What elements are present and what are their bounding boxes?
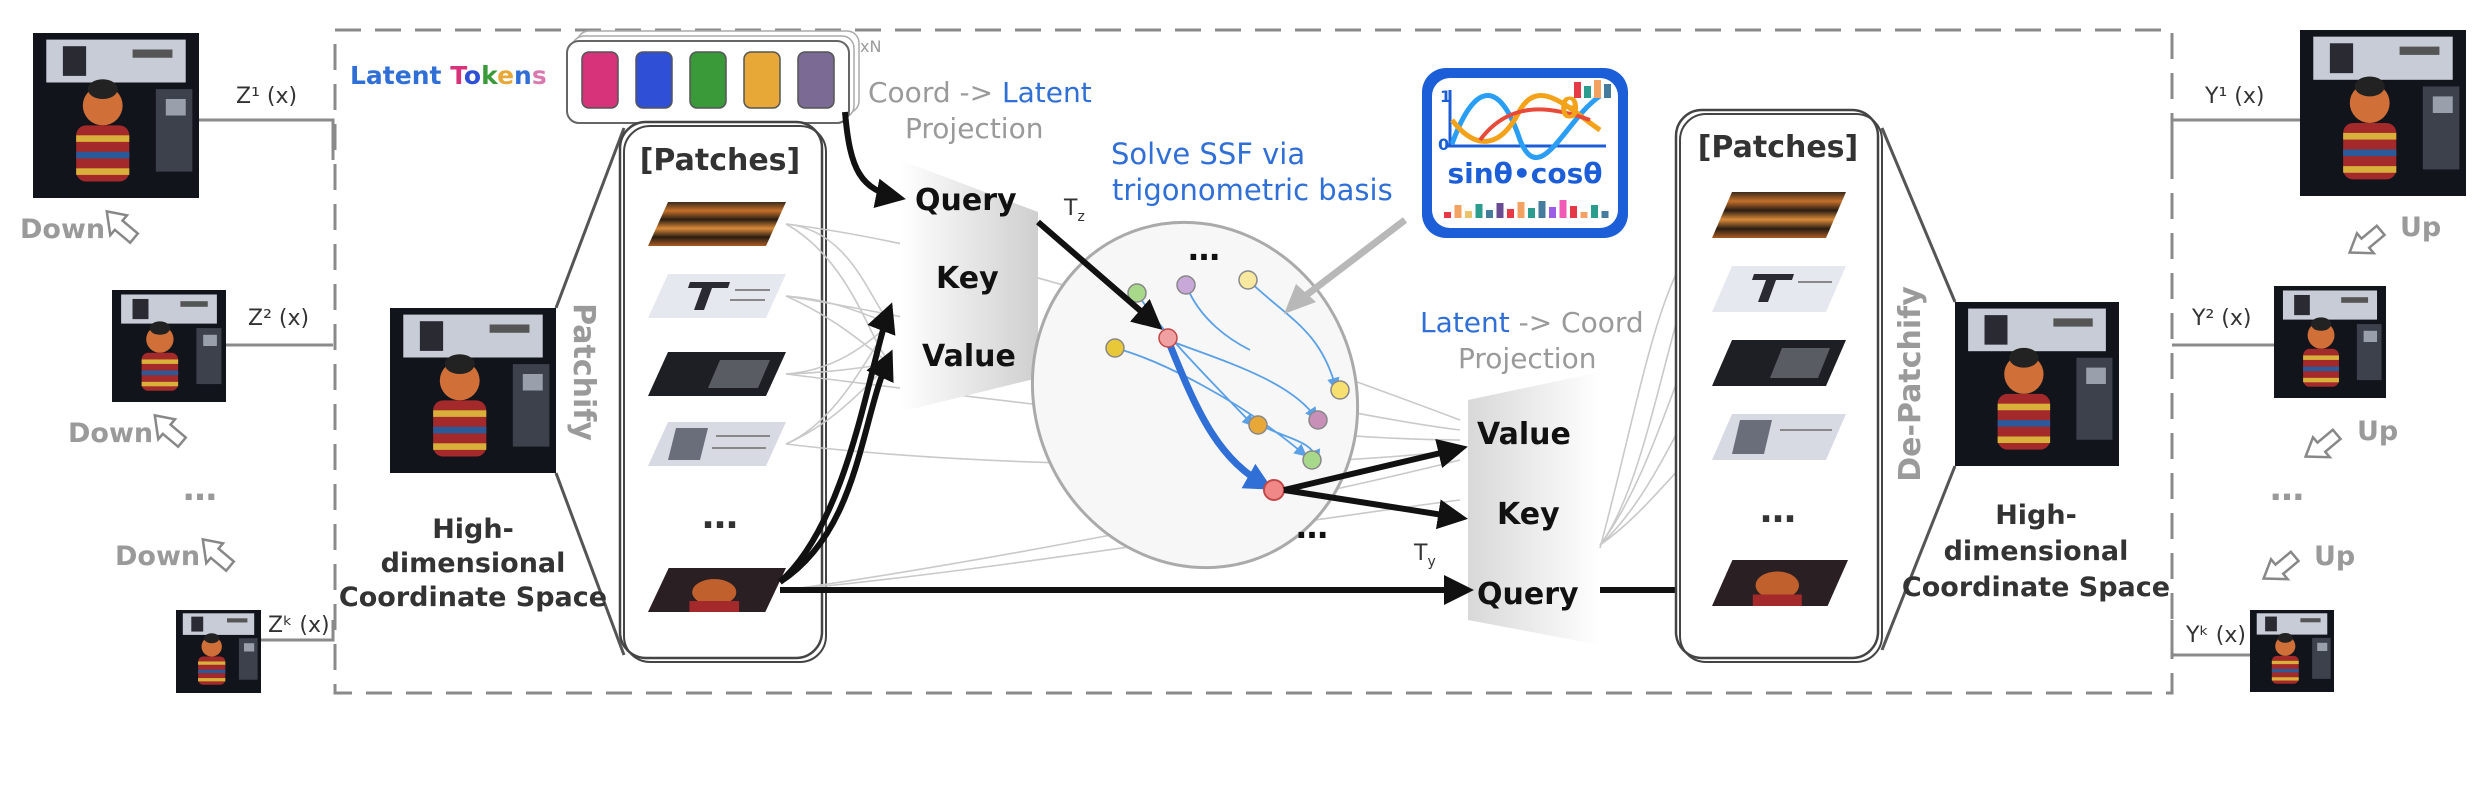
right-coordinate-panel: [Patches] … De-Patchify High- dimensiona… xyxy=(1674,108,2170,663)
patch-panel-right xyxy=(1712,414,1846,460)
down-arrow-icon-3 xyxy=(201,537,236,573)
latent-to-coord-projection: Latent -> Coord Projection Value Key Que… xyxy=(1413,306,1644,645)
svg-text:θ: θ xyxy=(1560,92,1579,125)
patch-panel xyxy=(648,422,786,466)
proj2-key: Key xyxy=(1497,497,1560,532)
coord-space-right-line2: dimensional xyxy=(1944,536,2129,567)
proj2-query: Query xyxy=(1477,577,1579,612)
pipeline-frame xyxy=(333,28,2174,695)
coord-space-left-line3: Coordinate Space xyxy=(339,582,607,613)
up-arrow-icon-2 xyxy=(2303,428,2343,459)
latent-token-1 xyxy=(581,51,619,109)
patch-dark xyxy=(648,352,786,396)
up-label-2: Up xyxy=(2357,416,2398,447)
patch-stripes xyxy=(648,202,786,246)
up-arrow-icon-1 xyxy=(2347,224,2387,255)
proj2-label-line2: Projection xyxy=(1458,342,1596,375)
down-label-2: Down xyxy=(68,418,153,449)
coord-space-left-line2: dimensional xyxy=(381,548,566,579)
patch-chart-right xyxy=(1712,266,1846,312)
latent-token-2 xyxy=(635,51,673,109)
proj1-query: Query xyxy=(915,183,1017,218)
output-image-1 xyxy=(2300,30,2466,196)
up-label-1: Up xyxy=(2400,212,2441,243)
latent-token-5 xyxy=(797,51,835,109)
down-label-1: Down xyxy=(20,214,105,245)
down-label-3: Down xyxy=(115,541,200,572)
latent-token-3 xyxy=(689,51,727,109)
output-image-2 xyxy=(2274,286,2386,398)
y2-label: Y² (x) xyxy=(2191,306,2251,331)
latent-tokens: xN Latent Tokens xyxy=(350,30,881,124)
proj1-key: Key xyxy=(936,261,999,296)
patches-title-left: [Patches] xyxy=(640,143,801,178)
latent-token-4 xyxy=(743,51,781,109)
token-repeat-label: xN xyxy=(860,37,881,56)
right-output-pyramid: Y¹ (x) Y² (x) Yᵏ (x) Up Up Up … xyxy=(2170,30,2466,692)
depatchify-label: De-Patchify xyxy=(1893,286,1928,482)
proj2-value: Value xyxy=(1477,417,1571,452)
patches-title-right: [Patches] xyxy=(1698,130,1859,165)
y1-label: Y¹ (x) xyxy=(2204,84,2264,109)
patch-chart xyxy=(648,274,786,318)
coord-space-right-line1: High- xyxy=(1995,500,2077,531)
coord-to-latent-projection: Coord -> Latent Projection Query Key Val… xyxy=(868,76,1092,412)
input-image-2 xyxy=(112,290,226,402)
proj2-label-line1: Latent -> Coord xyxy=(1420,306,1644,339)
input-image-k xyxy=(176,610,261,693)
latent-tokens-title: Latent Tokens xyxy=(350,61,547,90)
yk-label: Yᵏ (x) xyxy=(2185,623,2246,648)
ssf-title-line2: trigonometric basis xyxy=(1112,173,1393,207)
left-coordinate-panel: Patchify High- dimensional Coordinate Sp… xyxy=(339,120,827,663)
up-label-3: Up xyxy=(2314,541,2355,572)
ssf-top-ellipsis: … xyxy=(1188,230,1220,268)
ssf-bottom-ellipsis: … xyxy=(1296,508,1328,546)
svg-text:sinθ•cosθ: sinθ•cosθ xyxy=(1447,157,1602,190)
patchify-label: Patchify xyxy=(566,303,601,441)
patch-toy-right xyxy=(1712,560,1848,606)
svg-text:0: 0 xyxy=(1438,135,1449,154)
right-ellipsis: … xyxy=(2270,469,2304,509)
projection-2-block xyxy=(1468,372,1600,645)
left-ellipsis: … xyxy=(183,469,217,509)
output-image-k xyxy=(2250,610,2334,692)
down-arrow-icon-2 xyxy=(153,413,188,449)
ssf-solver: Solve SSF via trigonometric basis … … xyxy=(1030,137,1408,570)
z2-label: Z² (x) xyxy=(248,306,309,331)
high-dim-image-left xyxy=(390,308,556,473)
projection-1-block xyxy=(900,160,1038,412)
input-image-1 xyxy=(33,33,199,198)
patch-dark-right xyxy=(1712,340,1846,386)
zk-label: Zᵏ (x) xyxy=(268,613,330,638)
proj1-value: Value xyxy=(922,339,1016,374)
tz-label: Tz xyxy=(1063,196,1085,225)
left-input-pyramid: Z¹ (x) Z² (x) Zᵏ (x) Down Down Down … xyxy=(20,33,335,693)
trig-basis-icon: 1 0 θ sinθ•cosθ xyxy=(1422,68,1628,238)
z1-label: Z¹ (x) xyxy=(236,84,297,109)
svg-text:1: 1 xyxy=(1440,87,1451,106)
patch-stripes-right xyxy=(1712,192,1846,238)
up-arrow-icon-3 xyxy=(2261,550,2301,581)
ty-label: Ty xyxy=(1413,541,1436,570)
proj1-label-line2: Projection xyxy=(905,112,1043,145)
patch-toy xyxy=(648,568,786,612)
patches-ellipsis-right: … xyxy=(1760,490,1796,531)
coord-space-left-line1: High- xyxy=(432,514,514,545)
patches-ellipsis-left: … xyxy=(702,496,738,537)
high-dim-image-right xyxy=(1955,302,2119,466)
coord-space-right-line3: Coordinate Space xyxy=(1902,572,2170,603)
down-arrow-icon-1 xyxy=(105,209,140,245)
proj1-label-line1: Coord -> Latent xyxy=(868,76,1092,109)
ssf-title-line1: Solve SSF via xyxy=(1111,137,1305,171)
